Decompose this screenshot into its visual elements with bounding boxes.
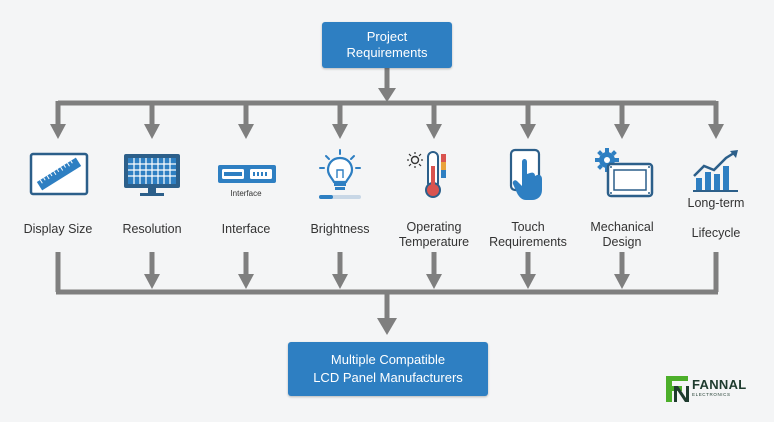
interface-icon-caption: Interface bbox=[230, 189, 262, 198]
trend-chart-icon bbox=[693, 150, 738, 192]
requirement-label: Resolution bbox=[122, 222, 182, 236]
requirement-interface: Interface Interface bbox=[198, 148, 294, 248]
requirement-display-size: Display Size bbox=[10, 148, 106, 248]
touch-hand-icon bbox=[509, 148, 542, 200]
requirement-label: Interface bbox=[221, 222, 271, 236]
thermometer-icon bbox=[407, 151, 446, 198]
top-line-1: Project bbox=[366, 29, 408, 44]
fannal-logo: FANNAL ELECTRONICS bbox=[664, 374, 764, 404]
requirement-resolution: Resolution bbox=[104, 148, 200, 248]
logo-name: FANNAL bbox=[692, 377, 747, 392]
requirement-label: Display Size bbox=[23, 222, 93, 236]
bottom-line-2: LCD Panel Manufacturers bbox=[313, 370, 463, 385]
fannal-logo-mark-icon bbox=[666, 376, 689, 402]
logo-subtitle: ELECTRONICS bbox=[692, 392, 731, 397]
pixel-grid-monitor-icon bbox=[124, 154, 180, 196]
lightbulb-icon bbox=[319, 149, 361, 199]
gear-panel-icon bbox=[595, 148, 654, 198]
requirement-brightness: Brightness bbox=[292, 148, 388, 248]
top-line-2: Requirements bbox=[346, 45, 428, 60]
requirement-label: Brightness bbox=[310, 222, 370, 236]
project-requirements-box: Project Requirements bbox=[322, 22, 452, 68]
ruler-monitor-icon bbox=[29, 152, 89, 196]
bottom-line-1: Multiple Compatible bbox=[330, 352, 446, 367]
connector-ports-icon: Interface bbox=[218, 165, 276, 198]
lcd-manufacturers-box: Multiple Compatible LCD Panel Manufactur… bbox=[288, 342, 488, 396]
